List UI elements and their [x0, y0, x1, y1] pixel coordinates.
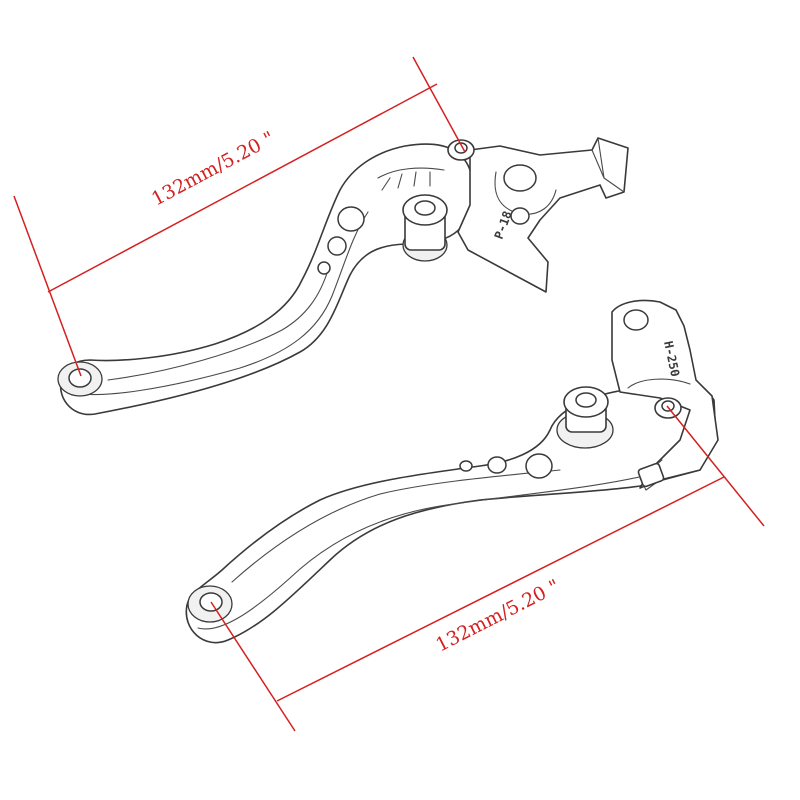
- upper-dimension-label: 132mm/5.20 ": [148, 127, 278, 210]
- lower-pivot-bolt: [575, 392, 597, 408]
- upper-extension-line-right: [412, 56, 466, 153]
- upper-lever-perch: [457, 137, 629, 293]
- upper-lever-hole-medium: [327, 236, 347, 256]
- upper-lever-hole-large: [337, 206, 365, 232]
- lower-dimension-label: 132mm/5.20 ": [432, 575, 563, 656]
- lower-lever-hole-small: [459, 460, 473, 472]
- upper-lever-arm: [59, 143, 474, 416]
- lower-top-screw-head: [661, 400, 675, 412]
- upper-lever-tip-hole: [68, 368, 92, 388]
- lower-extension-line-left: [210, 601, 296, 732]
- lower-lever-perch: [611, 299, 719, 489]
- lower-lever-arm-edge-2: [231, 469, 561, 583]
- lower-lever-perch-hole: [623, 309, 649, 331]
- upper-lever-hole-small: [317, 261, 331, 275]
- upper-lever-adjuster: [510, 207, 530, 225]
- upper-lever-perch-hole: [503, 164, 537, 192]
- upper-adjuster-dial: [377, 167, 445, 191]
- lower-dimension-line: [276, 476, 725, 702]
- lower-lever-arm-edge: [197, 471, 661, 630]
- upper-pivot-bolt: [414, 200, 436, 216]
- lower-lever-arm: [185, 384, 717, 644]
- lower-lever-clip: [637, 462, 665, 488]
- upper-lever-perch-edge: [591, 137, 625, 193]
- lower-lever-hole-large: [525, 453, 553, 479]
- lower-lever-hole-medium: [487, 456, 507, 474]
- upper-dimension-line: [47, 83, 438, 293]
- upper-lever: P-18: [57, 137, 629, 416]
- upper-extension-line-left: [13, 195, 82, 377]
- lower-extension-line-right: [666, 405, 765, 527]
- upper-lever-arm-edge: [69, 211, 369, 396]
- upper-lever-arm-edge-2: [107, 269, 329, 381]
